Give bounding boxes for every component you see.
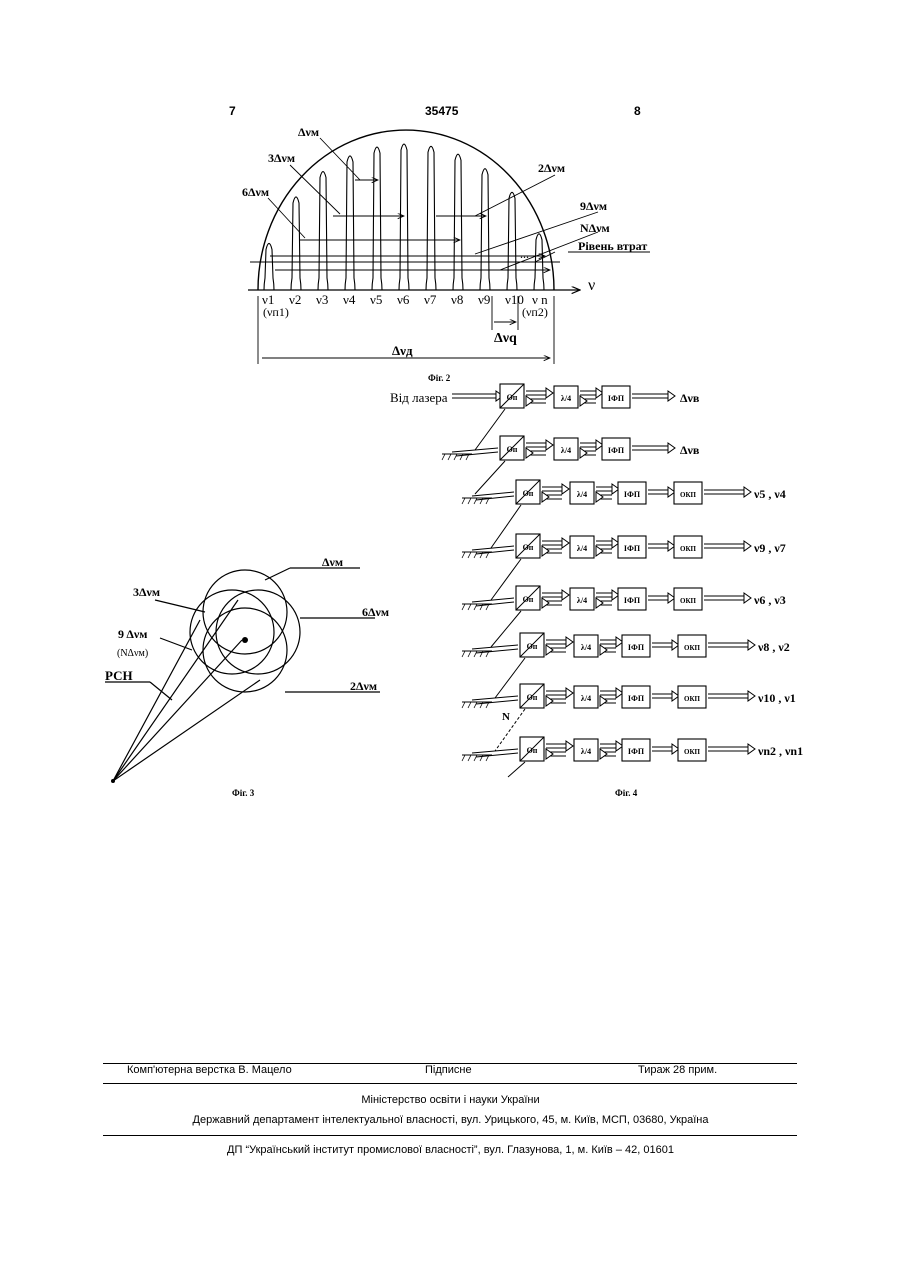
quarter-wave-plate-label: λ/4 — [581, 747, 591, 756]
okp-block-label: ОКП — [684, 644, 701, 652]
mode-peak — [264, 243, 274, 290]
beam-splitter-op-label: Оп — [527, 642, 538, 651]
interferometer-ifp-label: ІФП — [624, 490, 641, 499]
quarter-wave-plate-label: λ/4 — [577, 544, 587, 553]
fig4-n-label: N — [502, 711, 510, 723]
label-delta-nu-m: Δνм — [298, 125, 319, 139]
figure-4-caption: Фіг. 4 — [615, 788, 638, 798]
interferometer-ifp-label: ІФП — [608, 394, 625, 403]
edge-left-label: (νп1) — [263, 305, 289, 319]
fig4-output-label: Δνв — [680, 443, 700, 457]
mode-peak — [480, 169, 490, 290]
beam-splitter-op-label: Оп — [527, 746, 538, 755]
beam-splitter-op-label: Оп — [507, 393, 518, 402]
footer-institute: ДП “Український інститут промислової вла… — [0, 1144, 901, 1156]
okp-block-label: ОКП — [680, 597, 697, 605]
freq-axis-label: ν — [588, 277, 595, 294]
footer-rule-middle — [103, 1083, 797, 1084]
figure-3-caption: Фіг. 3 — [232, 788, 255, 798]
fig4-output-label: ν5 , ν4 — [753, 487, 786, 501]
figure-2-caption: Фіг. 2 — [428, 373, 451, 383]
interferometer-ifp-label: ІФП — [628, 694, 645, 703]
mode-peak — [372, 147, 382, 290]
mode-labels: ν1ν2ν3ν4ν5ν6ν7ν8ν9ν10ν n — [262, 292, 548, 307]
beam-splitter-op-label: Оп — [523, 595, 534, 604]
beam-splitter-op-label: Оп — [523, 489, 534, 498]
edge-right-label: (νп2) — [522, 305, 548, 319]
mode-label: ν5 — [370, 292, 382, 307]
figure-2: ν1ν2ν3ν4ν5ν6ν7ν8ν9ν10ν n (νп1) (νп2) ν .… — [0, 0, 901, 800]
mode-label: ν2 — [289, 292, 301, 307]
okp-block-label: ОКП — [684, 748, 701, 756]
mode-label: ν6 — [397, 292, 410, 307]
fig3-label-3: 3Δνм — [133, 585, 160, 599]
fig3-label-9: 9 Δνм — [118, 627, 147, 641]
fig4-output-label: νn2 , νn1 — [757, 744, 803, 758]
label-delta-nu-q: Δνq — [494, 331, 517, 346]
fig3-label-delta-nu-m: Δνм — [322, 555, 343, 569]
footer-layout: Комп'ютерна верстка В. Мацело — [127, 1064, 292, 1076]
mode-label: ν8 — [451, 292, 463, 307]
mode-peak — [399, 144, 409, 290]
beam-splitter-op-label: Оп — [527, 693, 538, 702]
mode-label: ν3 — [316, 292, 328, 307]
dots-label: ... — [520, 247, 529, 261]
label-9-delta-nu-m: 9Δνм — [580, 199, 607, 213]
quarter-wave-plate-label: λ/4 — [581, 694, 591, 703]
quarter-wave-plate-label: λ/4 — [561, 446, 571, 455]
interferometer-ifp-label: ІФП — [624, 596, 641, 605]
footer-rule-bottom — [103, 1135, 797, 1136]
fig3-label-n: (NΔνм) — [117, 648, 148, 659]
footer-circulation: Тираж 28 прим. — [638, 1064, 717, 1076]
quarter-wave-plate-label: λ/4 — [561, 394, 571, 403]
interferometer-ifp-label: ІФП — [608, 446, 625, 455]
quarter-wave-plate-label: λ/4 — [577, 490, 587, 499]
fig4-output-label: ν9 , ν7 — [753, 541, 786, 555]
fig3-label-6: 6Δνм — [362, 605, 389, 619]
fig4-output-label: ν8 , ν2 — [757, 640, 790, 654]
interferometer-ifp-label: ІФП — [624, 544, 641, 553]
okp-block-label: ОКП — [684, 695, 701, 703]
label-6-delta-nu-m: 6Δνм — [242, 185, 269, 199]
label-n-delta-nu-m: NΔνм — [580, 221, 610, 235]
mode-peaks — [264, 144, 544, 290]
label-3-delta-nu-m: 3Δνм — [268, 151, 295, 165]
beam-splitter-op-label: Оп — [523, 543, 534, 552]
mode-peak — [291, 197, 301, 290]
fig4-input-label: Від лазера — [390, 390, 448, 405]
mode-label: ν4 — [343, 292, 356, 307]
quarter-wave-plate-label: λ/4 — [581, 643, 591, 652]
quarter-wave-plate-label: λ/4 — [577, 596, 587, 605]
mode-peak — [426, 146, 436, 290]
label-delta-nu-d: Δνд — [392, 343, 413, 358]
fig4-output-label: Δνв — [680, 391, 700, 405]
interferometer-ifp-label: ІФП — [628, 643, 645, 652]
footer-ministry: Міністерство освіти і науки України — [0, 1094, 901, 1106]
footer-department: Державний департамент інтелектуальної вл… — [0, 1114, 901, 1126]
figure-4: Опλ/4ІФПΔνвОпλ/4ІФПΔνвОпλ/4ІФПОКПν5 , ν4… — [442, 384, 803, 777]
fig4-output-label: ν10 , ν1 — [757, 691, 796, 705]
mode-label: ν9 — [478, 292, 490, 307]
footer-signed: Підписне — [425, 1064, 472, 1076]
okp-block-label: ОКП — [680, 491, 697, 499]
fig3-label-pch: РСН — [105, 668, 133, 683]
fig3-label-2: 2Δνм — [350, 679, 377, 693]
label-2-delta-nu-m: 2Δνм — [538, 161, 565, 175]
fig4-output-label: ν6 , ν3 — [753, 593, 786, 607]
figure-3 — [105, 568, 380, 781]
beam-splitter-op-label: Оп — [507, 445, 518, 454]
mode-peak — [318, 172, 328, 290]
loss-level-label: Рівень втрат — [578, 239, 647, 253]
interferometer-ifp-label: ІФП — [628, 747, 645, 756]
mode-label: ν7 — [424, 292, 437, 307]
okp-block-label: ОКП — [680, 545, 697, 553]
